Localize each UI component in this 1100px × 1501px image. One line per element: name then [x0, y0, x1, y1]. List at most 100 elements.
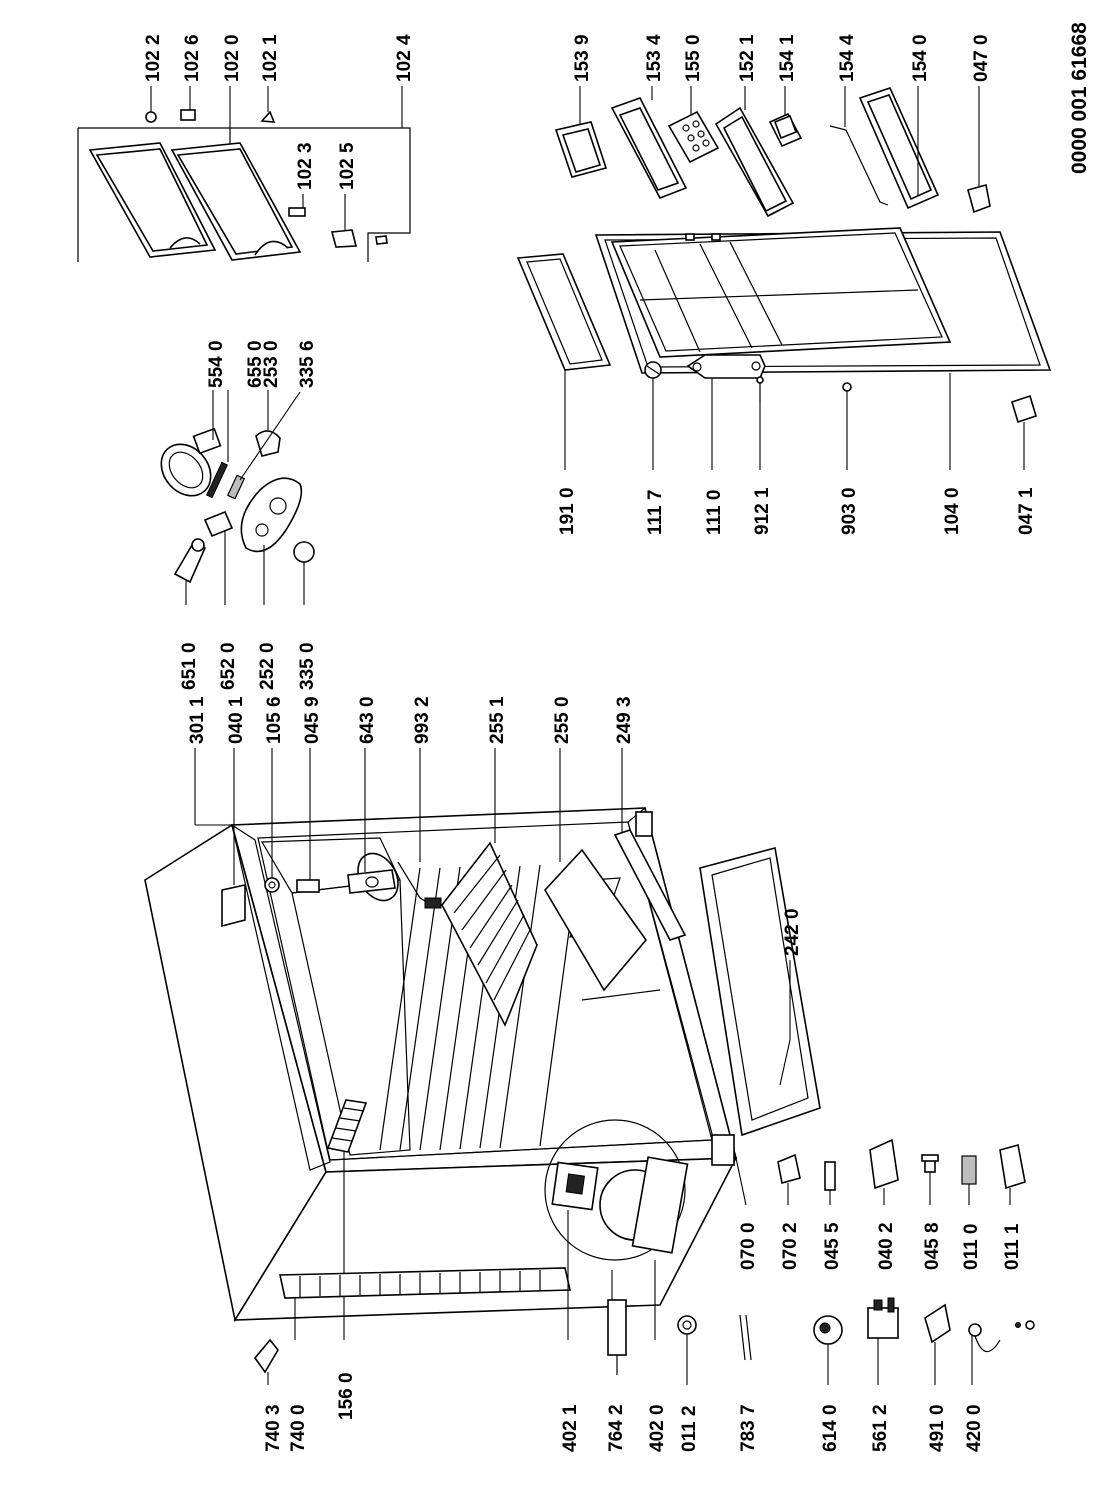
part-label-7403: 740 3 [263, 1404, 284, 1452]
part-4910-capacitor-cover [924, 1303, 951, 1385]
part-label-6510: 651 0 [179, 642, 200, 690]
part-0455-pin [824, 1161, 836, 1205]
part-label-0471: 047 1 [1016, 487, 1037, 535]
part-4200-cable [968, 1320, 1035, 1385]
part-2530-cover [255, 390, 281, 457]
part-2551-wire-shelf [441, 748, 538, 1027]
part-label-1025: 102 5 [337, 142, 358, 190]
part-label-4200: 420 0 [964, 1404, 985, 1452]
part-label-1541: 154 1 [777, 34, 798, 82]
part-2550-glass-shelf [544, 748, 648, 992]
part-label-2550: 255 0 [552, 696, 573, 744]
part-label-0455: 045 5 [822, 1222, 843, 1270]
part-label-0700: 070 0 [738, 1222, 759, 1270]
part-0471-hinge-cover [1011, 394, 1037, 470]
part-label-1020: 102 0 [222, 34, 243, 82]
part-label-1544: 154 4 [837, 34, 858, 82]
part-label-0112: 011 2 [679, 1406, 700, 1453]
hinge-hardware-row: 070 0 070 2 045 5 040 2 045 8 011 0 011 … [735, 1138, 1026, 1271]
part-label-1024: 102 4 [394, 34, 415, 82]
part-1521-door-bin [714, 86, 795, 218]
part-0401-bracket [221, 748, 246, 928]
part-2420-crisper [699, 847, 821, 1137]
part-label-1117: 111 7 [645, 490, 666, 535]
part-label-4910: 491 0 [927, 1404, 948, 1452]
part-1539-butter-box [554, 86, 608, 178]
part-1110-handle [686, 354, 766, 470]
part-1040-door [594, 227, 1052, 470]
part-label-5540: 554 0 [206, 340, 227, 388]
part-label-6140: 614 0 [820, 1404, 841, 1452]
part-4021-relay [551, 1161, 599, 1340]
part-label-3011: 301 1 [187, 696, 208, 744]
part-6520-switch [203, 510, 234, 605]
part-label-1539: 153 9 [572, 34, 593, 82]
part-label-2420: 242 0 [782, 908, 803, 956]
part-label-1910: 191 0 [557, 487, 578, 535]
part-label-9121: 912 1 [752, 487, 773, 535]
part-label-0402: 040 2 [876, 1222, 897, 1270]
part-label-0470: 047 0 [971, 34, 992, 82]
part-0459-bushing [296, 748, 320, 893]
part-0110-spring [961, 1155, 977, 1205]
part-7837-tube [739, 1314, 752, 1361]
freezer-door-panel [88, 142, 217, 258]
thermostat-lamp-group: 554 0 655 0 253 0 335 6 651 0 652 0 252 … [160, 340, 318, 690]
part-1550-egg-tray [667, 86, 720, 164]
part-label-3350: 335 0 [297, 642, 318, 690]
part-label-4020: 402 0 [647, 1404, 668, 1452]
part-label-1110: 111 0 [704, 490, 725, 535]
part-label-0401: 040 1 [226, 696, 247, 744]
part-9932-probe [397, 748, 442, 909]
part-label-1056: 105 6 [264, 696, 285, 744]
part-label-7642: 764 2 [606, 1404, 627, 1452]
part-label-2551: 255 1 [487, 696, 508, 744]
part-label-3356: 335 6 [297, 340, 318, 388]
part-0458-screw [921, 1154, 939, 1205]
part-label-1550: 155 0 [683, 34, 704, 82]
freezer-door-group: 102 2 102 6 102 0 102 1 102 4 102 3 102 … [77, 34, 415, 262]
part-1023-latch [288, 194, 306, 217]
part-label-1023: 102 3 [295, 142, 316, 190]
door-shelves-group: 153 9 153 4 155 0 152 1 154 1 154 4 154 … [554, 34, 992, 218]
part-label-2520: 252 0 [257, 642, 278, 690]
part-label-9932: 993 2 [412, 696, 433, 744]
part-7403-foot [253, 1338, 279, 1385]
part-1534-egg-shelf [610, 86, 688, 200]
part-label-7837: 783 7 [738, 1404, 759, 1452]
part-6510-lamp-holder [173, 538, 206, 605]
part-label-6550: 655 0 [245, 340, 266, 388]
part-label-1022: 102 2 [143, 34, 164, 82]
part-label-7400: 740 0 [288, 1404, 309, 1452]
part-1056-grommet [264, 748, 280, 893]
part-label-9030: 903 0 [839, 487, 860, 535]
part-label-1534: 153 4 [644, 34, 665, 82]
part-1026-hinge [180, 86, 196, 121]
part-label-5612: 561 2 [870, 1404, 891, 1452]
part-label-1560: 156 0 [336, 1372, 357, 1420]
part-4020-compressor [544, 1119, 689, 1340]
door-assembly-group: 191 0 111 7 111 0 912 1 903 0 104 0 047 … [516, 227, 1052, 535]
part-label-1021: 102 1 [260, 34, 281, 82]
part-7400-condenser [279, 1267, 571, 1340]
part-3350-knob [293, 541, 315, 605]
part-5540-thermostat [160, 390, 222, 497]
part-label-2530: 253 0 [261, 340, 282, 388]
freezer-door-inner-panel [170, 142, 302, 261]
part-1560-ice-tray [326, 1099, 368, 1340]
part-label-0110: 011 0 [961, 1224, 982, 1271]
part-0470-hinge-cover [967, 86, 991, 214]
part-1117-cap [644, 361, 662, 470]
part-label-0459: 045 9 [302, 696, 323, 744]
part-1025-label [330, 194, 358, 248]
part-label-6430: 643 0 [357, 696, 378, 744]
fridge-interior-parts: 301 1 040 1 105 6 045 9 643 0 993 2 255 … [187, 696, 821, 1137]
part-label-4021: 402 1 [560, 1404, 581, 1452]
part-0402-hinge-bracket [869, 1138, 899, 1205]
part-label-0111: 011 1 [1002, 1223, 1023, 1270]
part-label-1026: 102 6 [182, 34, 203, 82]
part-9121-screw [756, 376, 764, 470]
part-0111-bracket [999, 1143, 1026, 1205]
part-1540-bottle-bin [858, 86, 940, 210]
part-7642-drier [607, 1299, 627, 1375]
